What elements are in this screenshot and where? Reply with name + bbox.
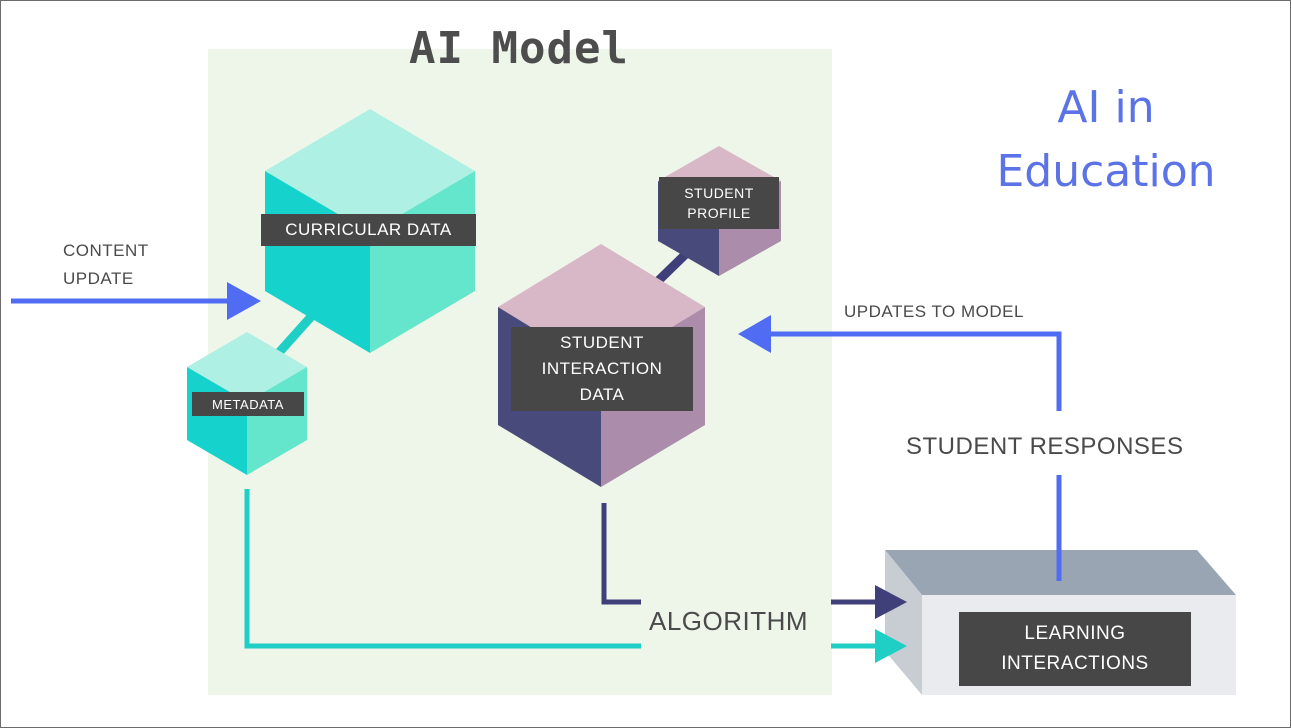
learning-interactions-label: LEARNING INTERACTIONS xyxy=(959,612,1191,686)
metadata-flow-arrow xyxy=(244,489,907,663)
student-interaction-data-label: STUDENT INTERACTION DATA xyxy=(511,327,693,411)
ai-in-education-title: AI in Education xyxy=(996,82,1216,197)
student-profile-label: STUDENT PROFILE xyxy=(659,177,779,229)
updates-to-model-label: UPDATES TO MODEL xyxy=(844,302,1024,321)
metadata-label: METADATA xyxy=(192,392,304,416)
student-responses-label: STUDENT RESPONSES xyxy=(906,433,1184,460)
content-update-label: CONTENT UPDATE xyxy=(63,241,149,288)
content-update-arrow xyxy=(11,282,261,320)
curricular-data-label: CURRICULAR DATA xyxy=(261,214,476,246)
ai-model-title: AI Model xyxy=(409,23,629,74)
algorithm-label: ALGORITHM xyxy=(641,604,817,639)
updates-to-model-arrow xyxy=(738,315,1062,581)
interaction-flow-arrow xyxy=(601,503,907,619)
